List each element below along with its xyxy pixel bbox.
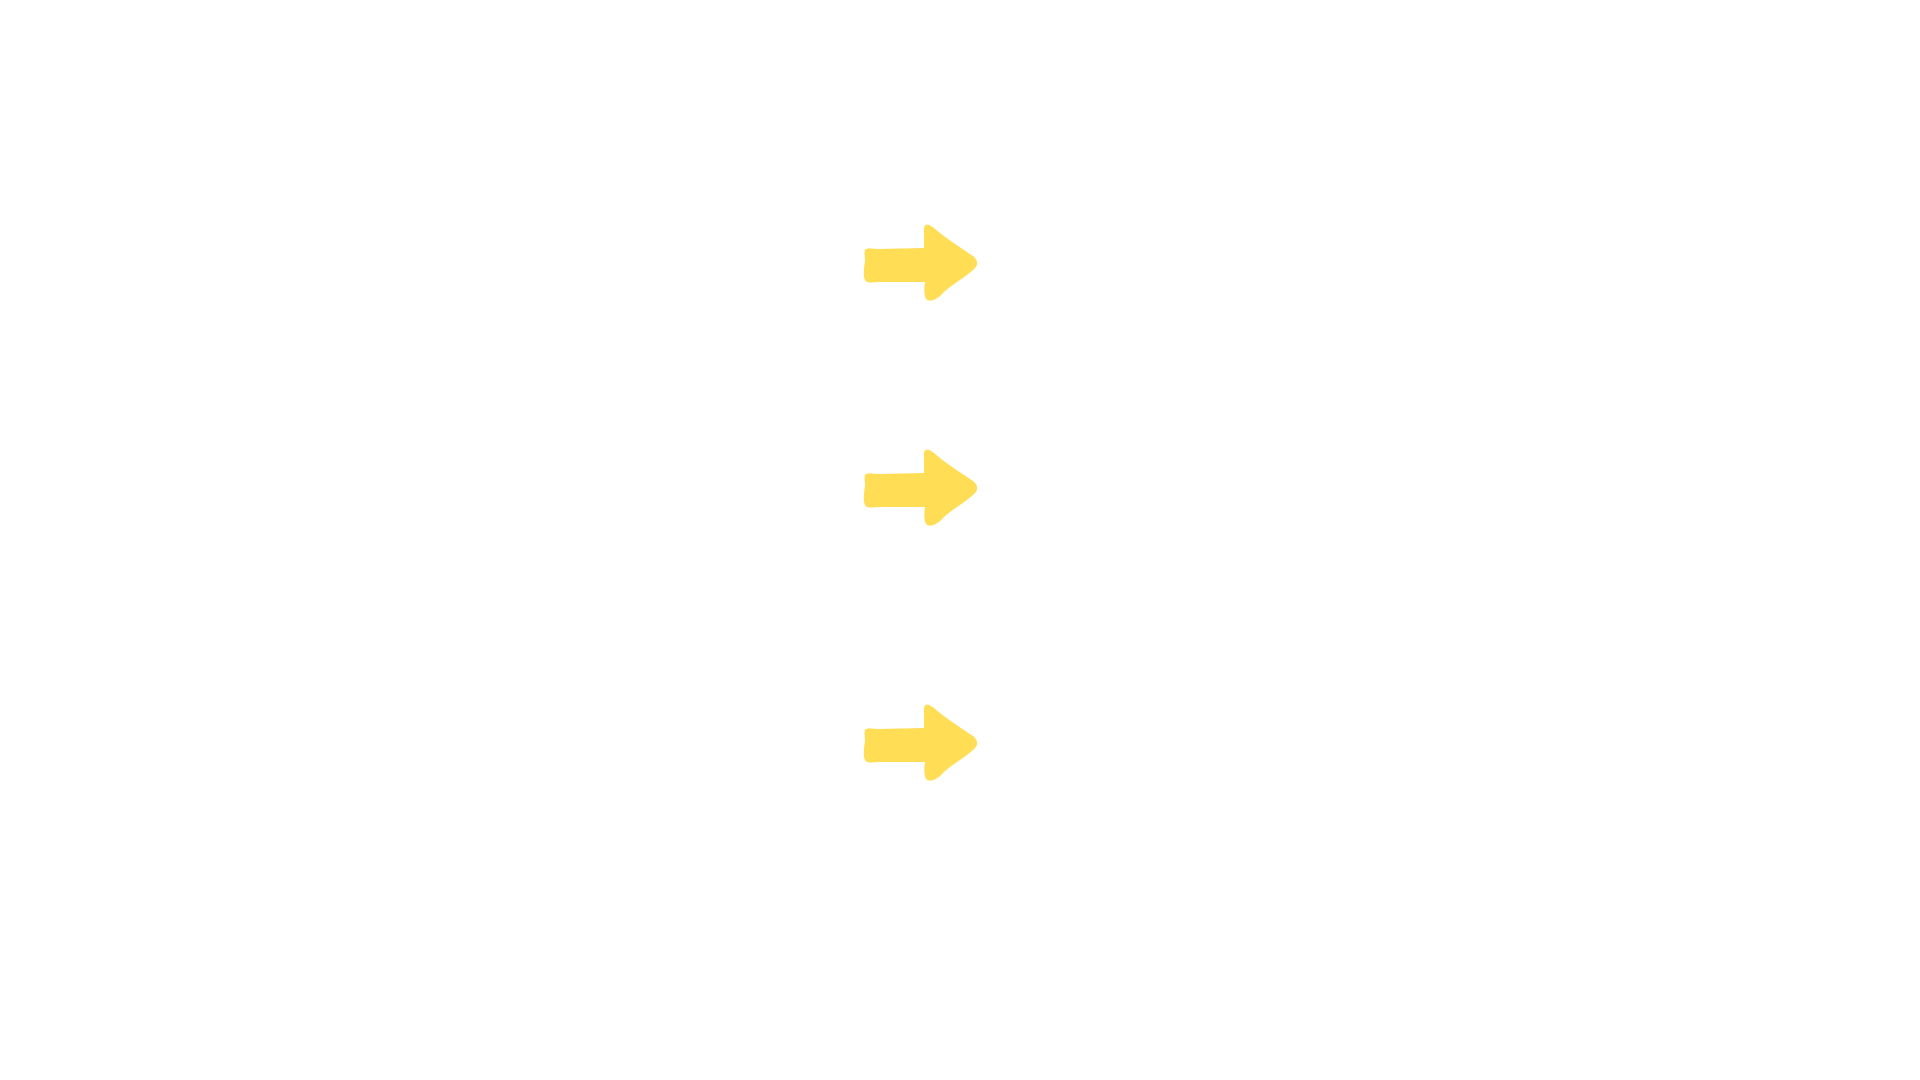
- right-arrow-icon: [855, 703, 985, 788]
- right-arrow-icon: [855, 223, 985, 308]
- right-arrow-shape: [863, 449, 978, 526]
- right-arrow-shape: [863, 704, 978, 781]
- right-arrow-shape: [863, 224, 978, 301]
- right-arrow-icon: [855, 448, 985, 533]
